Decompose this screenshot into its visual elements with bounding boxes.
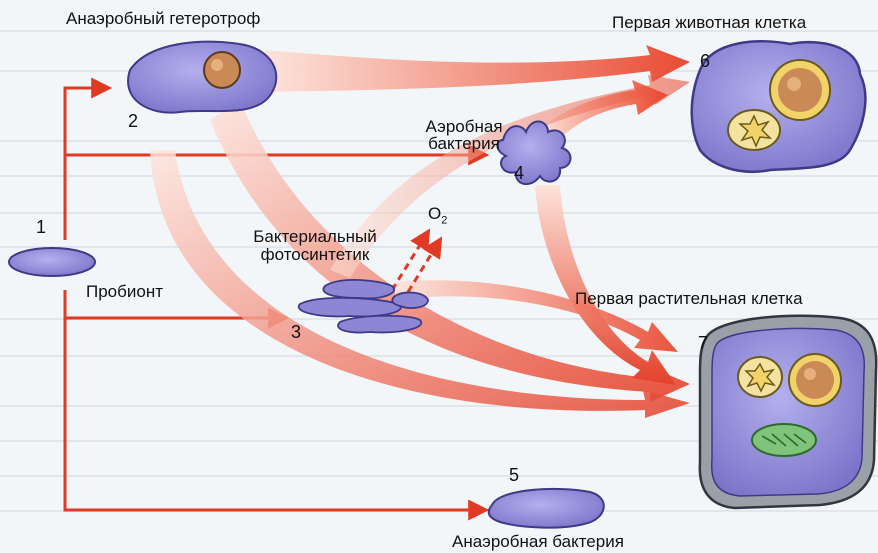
label-aerobic-bacterium-line2: бактерия <box>418 135 510 153</box>
label-probiont: Пробионт <box>86 283 163 301</box>
label-oxygen: O2 <box>428 205 447 229</box>
number-aerobic: 4 <box>514 164 524 182</box>
number-plant-cell: 7 <box>698 334 708 352</box>
label-anaerobic-heterotroph: Анаэробный гетеротроф <box>66 10 260 28</box>
first-plant-cell <box>700 316 876 508</box>
label-first-animal-cell: Первая животная клетка <box>612 14 806 32</box>
number-heterotroph: 2 <box>128 112 138 130</box>
number-animal-cell: 6 <box>700 52 710 70</box>
anaerobic-heterotroph-cell <box>128 42 276 113</box>
first-animal-cell <box>692 41 866 171</box>
probiont-cell <box>9 248 95 276</box>
number-photosynthetic: 3 <box>291 323 301 341</box>
anaerobic-bacterium-cell <box>489 489 604 528</box>
label-first-plant-cell: Первая растительная клетка <box>575 290 803 308</box>
oxygen-subscript: 2 <box>441 214 447 226</box>
number-anaerobic: 5 <box>509 466 519 484</box>
label-photosynthetic-line2: фотосинтетик <box>240 246 390 264</box>
number-probiont: 1 <box>36 218 46 236</box>
label-photosynthetic-line1: Бактериальный <box>240 228 390 246</box>
oxygen-symbol: O <box>428 204 441 223</box>
label-anaerobic-bacterium: Анаэробная бактерия <box>452 533 624 551</box>
